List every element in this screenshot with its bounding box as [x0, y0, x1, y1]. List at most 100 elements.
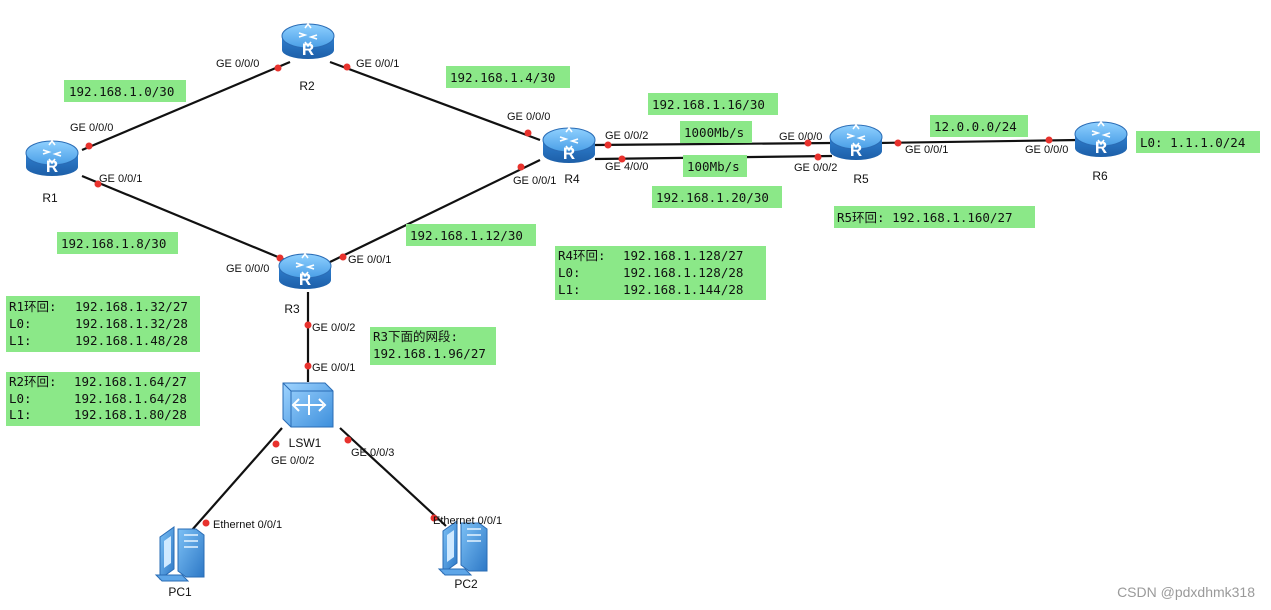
port-label: GE 0/0/1 — [312, 362, 355, 374]
router-r2[interactable]: R2 — [281, 23, 335, 93]
router-icon — [542, 127, 596, 164]
port-dot — [339, 253, 347, 261]
switch-icon — [282, 382, 334, 428]
subnet-label-r5-r6: 12.0.0.0/24 — [934, 119, 1017, 134]
note-key: R4环回: — [558, 248, 606, 263]
link-r4-r5-top — [594, 141, 833, 147]
note-key: R1环回: — [9, 299, 57, 314]
link-r3-r4 — [329, 159, 541, 263]
link-r2-r4 — [329, 60, 541, 142]
port-dot — [604, 141, 612, 149]
port-dot — [524, 129, 532, 137]
port-label: GE 4/0/0 — [605, 161, 648, 173]
port-label: GE 0/0/0 — [1025, 144, 1068, 156]
note-line: 192.168.1.96/27 — [373, 346, 486, 361]
port-dot — [276, 254, 284, 262]
port-dot — [274, 64, 282, 72]
device-label: PC2 — [454, 577, 478, 591]
port-dot — [343, 63, 351, 71]
router-r1[interactable]: R1 — [25, 140, 79, 205]
link-lsw1-pc2 — [339, 427, 447, 527]
port-label: GE 0/0/1 — [513, 175, 556, 187]
port-dot — [344, 436, 352, 444]
port-dot — [202, 519, 210, 527]
note-key: L1: — [558, 282, 581, 297]
note-value: 192.168.1.48/28 — [75, 333, 188, 348]
router-r5[interactable]: R5 — [829, 124, 883, 186]
port-label: GE 0/0/0 — [507, 111, 550, 123]
device-label: R4 — [564, 172, 580, 186]
port-label: GE 0/0/1 — [905, 144, 948, 156]
port-label: Ethernet 0/0/1 — [213, 519, 282, 531]
subnet-label-r4-r5-bottom: 192.168.1.20/30 — [656, 190, 769, 205]
port-dot — [894, 139, 902, 147]
note-value: 192.168.1.128/27 — [623, 248, 743, 263]
port-label: GE 0/0/2 — [271, 455, 314, 467]
device-label: R6 — [1092, 169, 1108, 183]
note-value: 192.168.1.144/28 — [623, 282, 743, 297]
r1-loopback-note: R1环回: 192.168.1.32/27 L0: 192.168.1.32/2… — [6, 296, 200, 352]
subnet-label-r2-r4: 192.168.1.4/30 — [450, 70, 555, 85]
router-r4[interactable]: R4 — [542, 127, 596, 186]
bandwidth-label-top: 1000Mb/s — [684, 125, 744, 140]
link-r5-r6 — [877, 138, 1079, 145]
port-label: GE 0/0/0 — [216, 58, 259, 70]
watermark: CSDN @pdxdhmk318 — [1117, 584, 1255, 600]
note-key: L0: — [9, 391, 32, 406]
port-label: GE 0/0/1 — [356, 58, 399, 70]
note-key: R2环回: — [9, 374, 57, 389]
port-label: Ethernet 0/0/1 — [433, 515, 502, 527]
router-r3[interactable]: R3 — [278, 253, 332, 316]
note-key: L1: — [9, 333, 32, 348]
switch-lsw1[interactable]: LSW1 — [282, 382, 334, 450]
note-value: 192.168.1.64/28 — [74, 391, 187, 406]
port-dot — [85, 142, 93, 150]
r4-loopback-note: R4环回: 192.168.1.128/27 L0: 192.168.1.128… — [555, 246, 766, 300]
router-icon — [1074, 121, 1128, 158]
subnet-label-r1-r3: 192.168.1.8/30 — [61, 236, 166, 251]
port-label: GE 0/0/3 — [351, 447, 394, 459]
port-label: GE 0/0/0 — [226, 263, 269, 275]
port-dot — [517, 163, 525, 171]
pc-pc2[interactable]: PC2 — [438, 520, 488, 591]
port-dots — [85, 63, 1053, 527]
port-label: GE 0/0/2 — [794, 162, 837, 174]
note-key: L0: — [558, 265, 581, 280]
port-label: GE 0/0/0 — [779, 131, 822, 143]
bandwidth-labels: 1000Mb/s 100Mb/s — [680, 121, 752, 177]
port-label: GE 0/0/2 — [605, 130, 648, 142]
subnet-labels: 192.168.1.0/30 192.168.1.4/30 192.168.1.… — [57, 66, 1260, 254]
r3-downstream-note: R3下面的网段: 192.168.1.96/27 — [370, 327, 496, 365]
pc-pc1[interactable]: PC1 — [155, 526, 205, 599]
subnet-label-r1-r2: 192.168.1.0/30 — [69, 84, 174, 99]
router-icon — [278, 253, 332, 290]
note-key: L1: — [9, 407, 32, 422]
device-label: R3 — [284, 302, 300, 316]
port-dot — [430, 514, 438, 522]
note-line: R5环回: 192.168.1.160/27 — [837, 210, 1013, 225]
note-value: 192.168.1.64/27 — [74, 374, 187, 389]
port-dot — [814, 153, 822, 161]
pc-icon — [438, 520, 488, 576]
r5-loopback-note: R5环回: 192.168.1.160/27 — [834, 206, 1035, 228]
device-label: R2 — [299, 79, 315, 93]
note-value: 192.168.1.32/27 — [75, 299, 188, 314]
link-r1-r2 — [81, 60, 291, 152]
port-dot — [304, 362, 312, 370]
subnet-label-r4-r5-top: 192.168.1.16/30 — [652, 97, 765, 112]
router-r6[interactable]: R6 — [1074, 121, 1128, 183]
device-label: R5 — [853, 172, 869, 186]
router-icon — [829, 124, 883, 161]
device-label: PC1 — [168, 585, 192, 599]
device-label: R1 — [42, 191, 58, 205]
bandwidth-label-bottom: 100Mb/s — [687, 159, 740, 174]
link-r1-r3 — [81, 174, 291, 264]
port-dot — [272, 440, 280, 448]
device-label: LSW1 — [289, 436, 322, 450]
port-label: GE 0/0/1 — [99, 173, 142, 185]
router-icon — [25, 140, 79, 177]
port-dot — [94, 180, 102, 188]
note-value: 192.168.1.128/28 — [623, 265, 743, 280]
r2-loopback-note: R2环回: 192.168.1.64/27 L0: 192.168.1.64/2… — [6, 372, 200, 426]
